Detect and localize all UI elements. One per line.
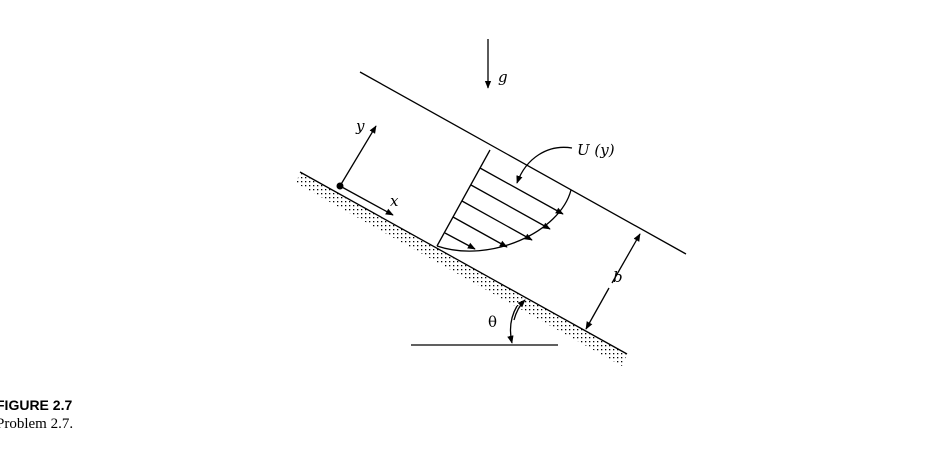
figure-caption-text: Problem 2.7. bbox=[0, 416, 74, 432]
free-surface bbox=[359, 71, 687, 255]
figure-caption: FIGURE 2.7 Problem 2.7. bbox=[0, 396, 73, 434]
angle-arc bbox=[507, 305, 518, 344]
thickness-label: b bbox=[613, 268, 623, 286]
velocity-arrow bbox=[479, 167, 564, 215]
y-axis-arrow bbox=[339, 125, 377, 187]
thickness-dimension bbox=[611, 233, 641, 284]
x-axis-arrow bbox=[339, 185, 394, 216]
velocity-arrow bbox=[461, 200, 533, 241]
angle-label: θ bbox=[488, 313, 497, 331]
ground-hatch bbox=[296, 172, 627, 366]
figure-number: FIGURE 2.7 bbox=[0, 397, 73, 413]
velocity-label-leader bbox=[516, 146, 573, 184]
angle-arc bbox=[513, 299, 526, 321]
profile-baseline bbox=[436, 149, 491, 247]
thickness-dimension bbox=[585, 287, 610, 330]
y-axis-label: y bbox=[355, 117, 365, 135]
inclined-wall bbox=[299, 171, 628, 355]
velocity-label: U (y) bbox=[577, 141, 615, 159]
x-axis-label: x bbox=[390, 192, 399, 210]
velocity-profile-curve bbox=[436, 189, 572, 252]
velocity-arrow bbox=[452, 216, 508, 248]
velocity-arrow bbox=[470, 184, 551, 230]
gravity-label: g bbox=[498, 68, 508, 86]
velocity-arrow bbox=[444, 232, 476, 250]
